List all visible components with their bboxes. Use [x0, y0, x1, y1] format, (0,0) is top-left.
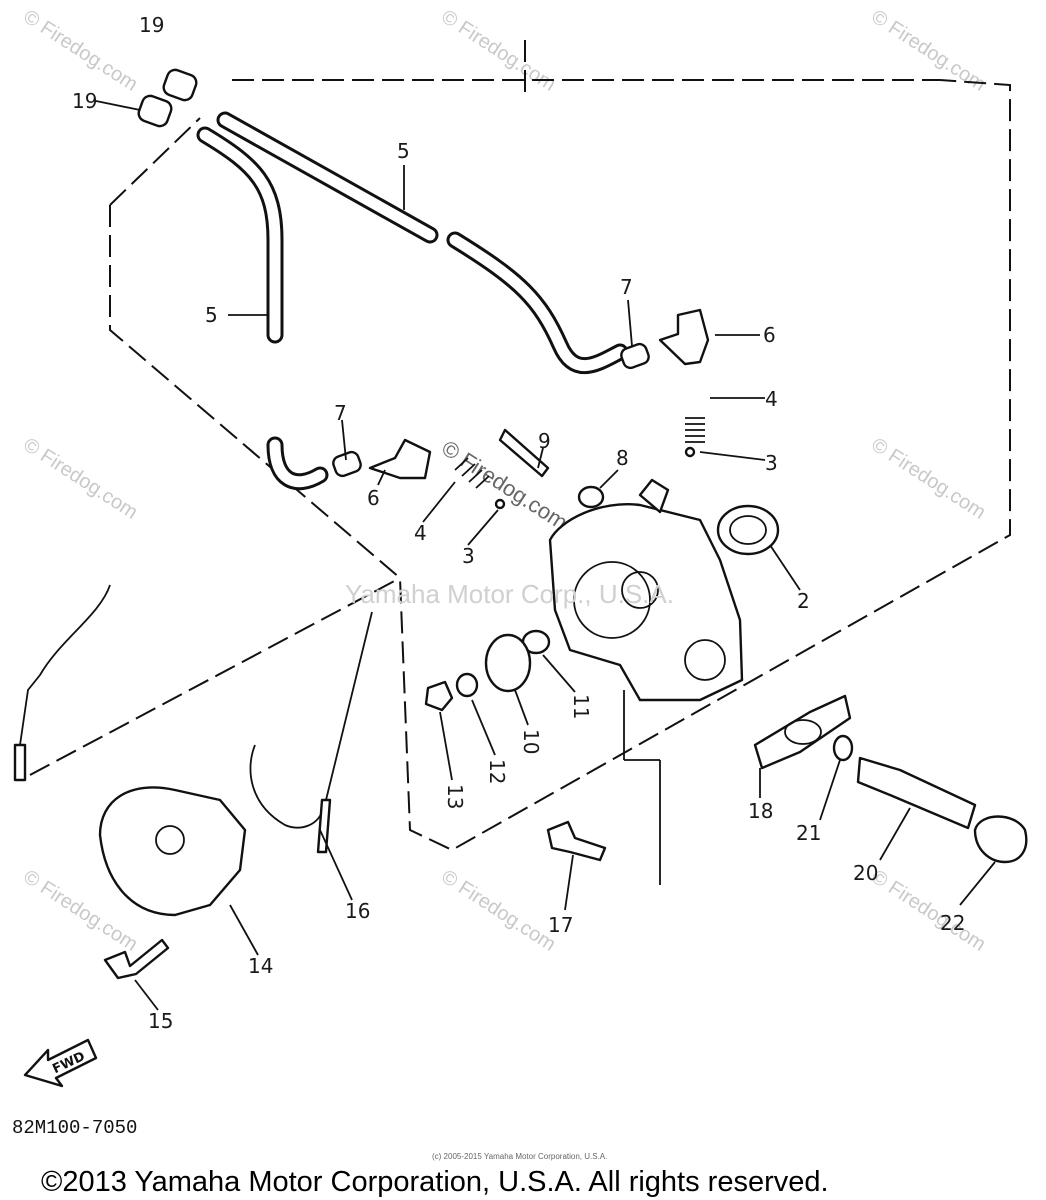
callout-7-left: 7: [334, 401, 347, 425]
fwd-direction-badge: FWD: [23, 1038, 98, 1088]
watermark-center: Yamaha Motor Corp., U.S.A.: [345, 579, 674, 609]
watermark-brand: © Firedog.com: [19, 6, 141, 96]
watermark-brand: © Firedog.com: [19, 434, 141, 524]
callout-18: 18: [748, 799, 773, 823]
callout-14: 14: [248, 954, 273, 978]
callout-6-left: 6: [367, 486, 380, 510]
copyright-main: ©2013 Yamaha Motor Corporation, U.S.A. A…: [41, 1166, 829, 1198]
callout-10: 10: [519, 729, 543, 754]
callout-19-top: 19: [139, 13, 164, 37]
callout-6-right: 6: [763, 323, 776, 347]
callout-5-top: 5: [397, 139, 410, 163]
callout-labels: 19 19 5 5 7 6 4 3 7 9 8 6 4 3 2 11 10 12…: [72, 13, 965, 1033]
callout-20: 20: [853, 861, 878, 885]
washer-parts: [424, 629, 551, 712]
bolt-parts: [103, 820, 607, 980]
callout-4-right: 4: [765, 387, 778, 411]
callout-3-right: 3: [765, 451, 778, 475]
callout-9: 9: [538, 429, 551, 453]
callout-5-left: 5: [205, 303, 218, 327]
watermark-brand: © Firedog.com: [867, 434, 989, 524]
callout-13: 13: [443, 784, 467, 809]
hose-assembly: [196, 111, 629, 491]
watermark-brand: © Firedog.com: [867, 866, 989, 956]
shaft-assembly: [753, 694, 1028, 864]
assembly-boundary: [29, 40, 1011, 852]
callout-12: 12: [485, 759, 509, 784]
callout-2: 2: [797, 589, 810, 613]
callout-21: 21: [796, 821, 821, 845]
fitting-parts: [332, 308, 710, 510]
callout-19-left: 19: [72, 89, 97, 113]
copyright-small: (c) 2005-2015 Yamaha Motor Corporation, …: [432, 1152, 607, 1161]
callout-11: 11: [569, 694, 593, 719]
leader-lines: [95, 100, 996, 1011]
watermark-brand: © Firedog.com: [437, 6, 559, 96]
watermark-brand-center: © Firedog.com: [437, 435, 572, 535]
callout-22: 22: [940, 911, 965, 935]
housing-parts: [13, 584, 373, 917]
callout-3-left: 3: [462, 544, 475, 568]
collar-parts: [137, 68, 198, 128]
watermark-brand: © Firedog.com: [437, 866, 559, 956]
callout-4-left: 4: [414, 521, 427, 545]
pump-body: [548, 478, 780, 885]
callout-15: 15: [148, 1009, 173, 1033]
callout-8: 8: [616, 446, 629, 470]
callout-7-right: 7: [620, 275, 633, 299]
diagram-code: 82M100-7050: [12, 1117, 137, 1139]
callout-16: 16: [345, 899, 370, 923]
callout-17: 17: [548, 913, 573, 937]
